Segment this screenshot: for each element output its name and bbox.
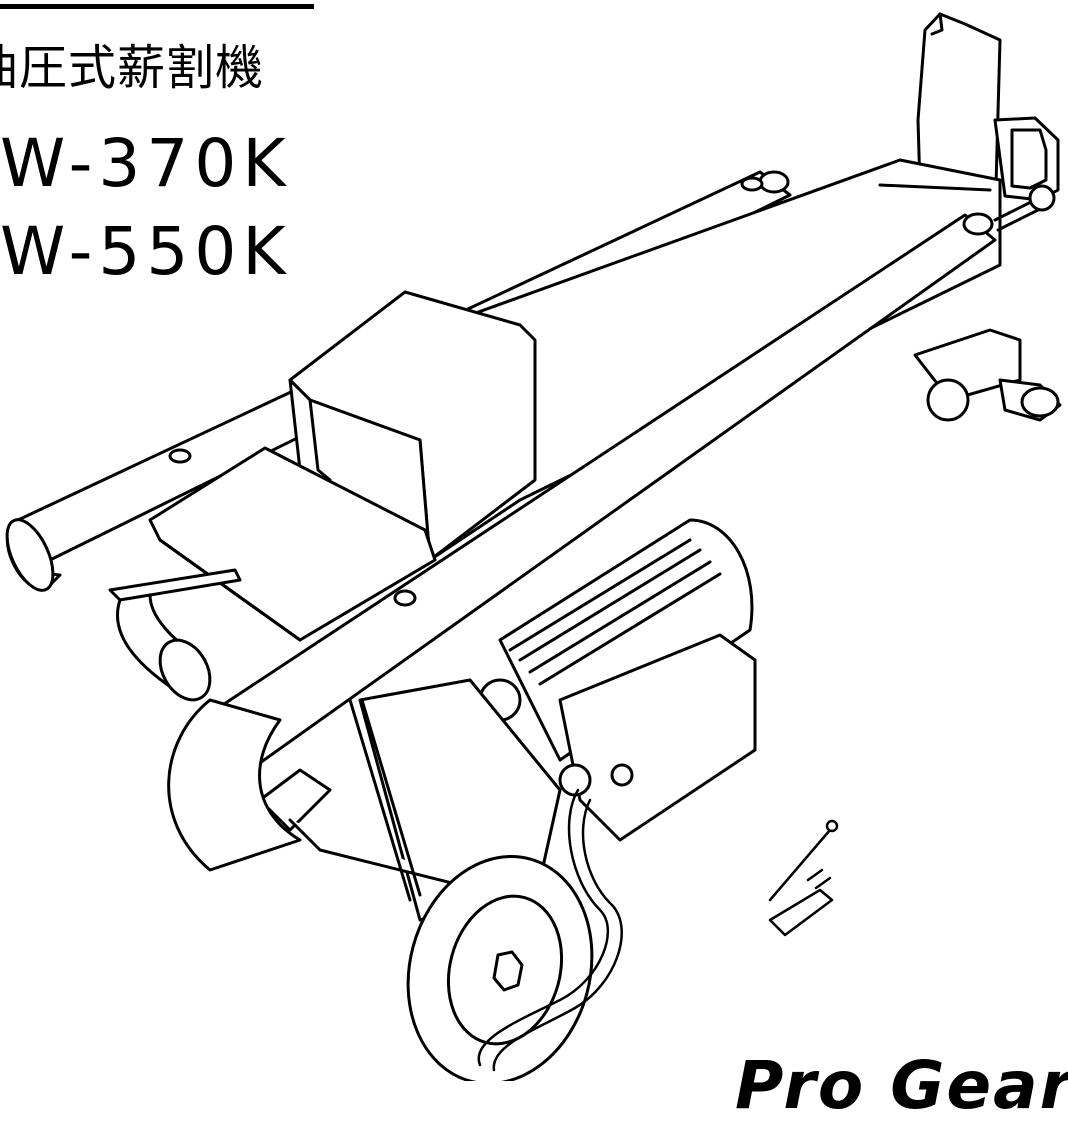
brand-logo: Pro Gear — [735, 1047, 1068, 1124]
wedge-plate — [916, 12, 1060, 202]
power-cord — [477, 788, 839, 1072]
log-tray — [148, 446, 437, 642]
left-stand — [108, 568, 242, 702]
right-stand — [913, 328, 1062, 422]
frame-legs — [348, 698, 422, 902]
wheel — [167, 698, 594, 1081]
model-number-2: W-550K — [0, 213, 292, 290]
header-rule — [0, 4, 314, 9]
log-splitter-illustration — [5, 12, 1062, 1081]
product-title: 油圧式薪割機 — [0, 40, 265, 96]
junction-box — [558, 633, 757, 842]
model-number-1: W-370K — [0, 125, 292, 202]
